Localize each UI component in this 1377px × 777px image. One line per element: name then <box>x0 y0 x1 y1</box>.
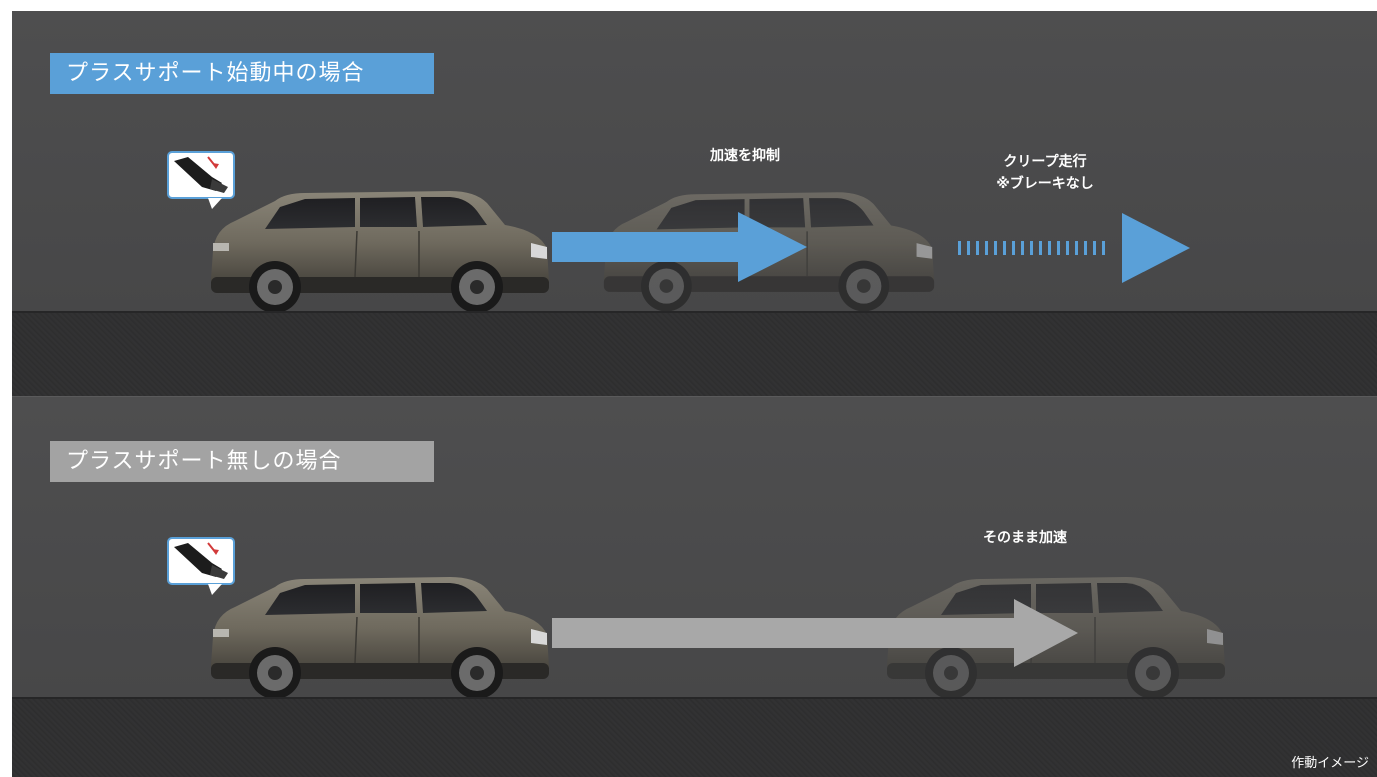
accelerate-arrow <box>552 599 1078 667</box>
scene-graphics <box>167 151 1226 697</box>
suv-main-assist <box>210 190 550 311</box>
assist-scenario-title: プラスサポート始動中の場合 <box>50 53 434 94</box>
illustration-canvas: プラスサポート始動中の場合 プラスサポート無しの場合 加速を抑制 クリープ走行 … <box>12 11 1377 777</box>
creep-caption-line2: ※ブレーキなし <box>996 176 1094 192</box>
assist-road <box>12 311 1377 398</box>
creep-caption: クリープ走行 ※ブレーキなし <box>970 151 1120 195</box>
accelerate-caption: そのまま加速 <box>983 530 1067 546</box>
operation-image-note: 作動イメージ <box>1291 756 1369 771</box>
no-assist-road <box>12 697 1377 777</box>
creep-caption-line1: クリープ走行 <box>1003 154 1087 170</box>
suv-main-no-assist <box>210 576 550 697</box>
divider <box>12 396 1377 397</box>
accelerator-pedal-icon <box>167 151 235 209</box>
accelerator-pedal-icon <box>167 537 235 595</box>
creep-dashed-arrow <box>958 213 1190 283</box>
suppress-caption: 加速を抑制 <box>710 148 780 164</box>
no-assist-scenario-title: プラスサポート無しの場合 <box>50 441 434 482</box>
suppress-arrow <box>552 212 807 282</box>
